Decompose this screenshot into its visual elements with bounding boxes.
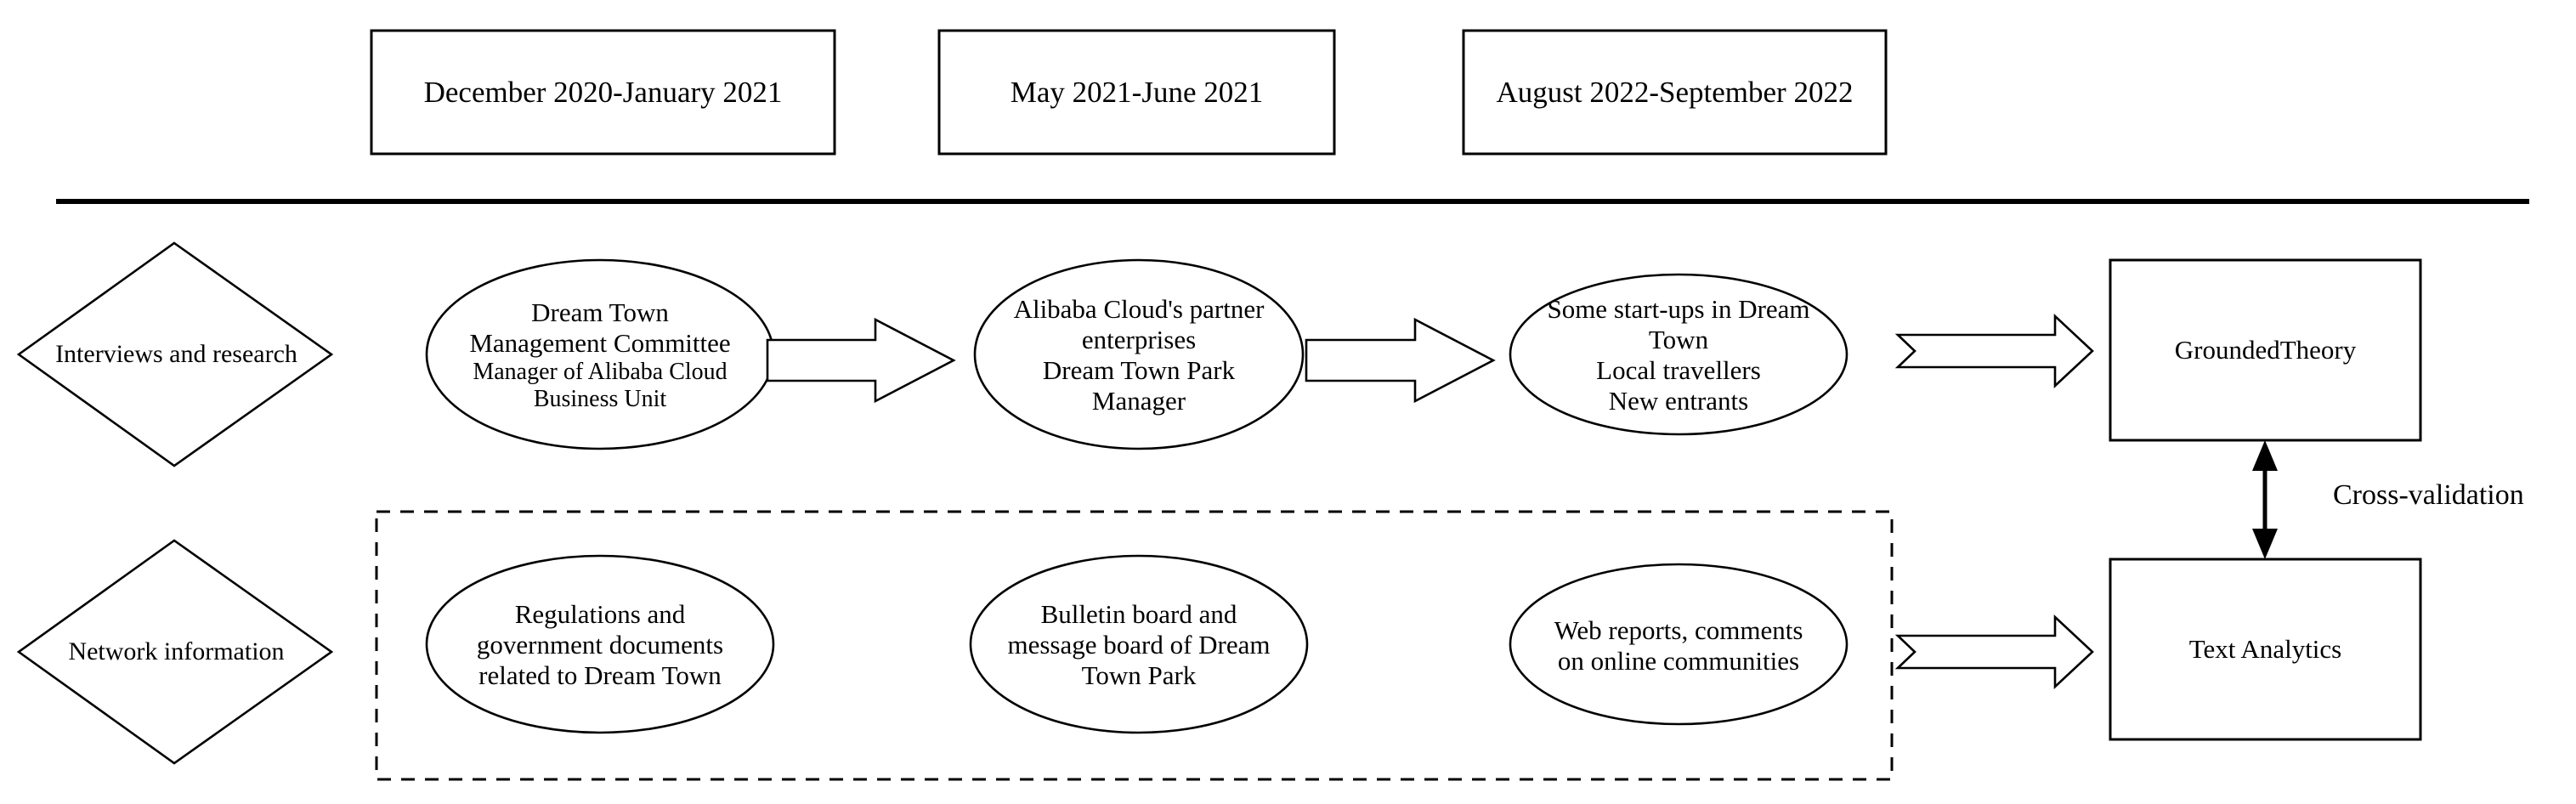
node-label-web-reports: Web reports, comments on online communit…	[1510, 612, 1847, 680]
output-label-text-analytics: Text Analytics	[2110, 559, 2420, 739]
node-line: Manager	[1091, 386, 1186, 416]
chevron-arrow-right-icon-bottom	[1894, 614, 2094, 689]
node-line: New entrants	[1608, 386, 1749, 416]
node-line: Web reports, comments	[1554, 615, 1803, 645]
node-line: enterprises	[1081, 325, 1197, 354]
chevron-arrow-right-icon-top	[1894, 314, 2094, 388]
node-line: Local travellers	[1596, 355, 1761, 385]
output-label-grounded-theory: GroundedTheory	[2110, 260, 2420, 440]
source-diamond-network-label: Network information	[8, 631, 344, 673]
node-line: Management Committee	[469, 328, 731, 358]
period-label-1: December 2020-January 2021	[371, 31, 835, 154]
block-arrow-right-icon-2	[1305, 317, 1496, 404]
node-line: Town	[1648, 325, 1709, 354]
period-label-3-text: August 2022-September 2022	[1496, 75, 1854, 109]
source-diamond-network-text: Network information	[68, 637, 285, 665]
node-line: Town Park	[1081, 660, 1197, 690]
period-box-1[interactable]	[370, 29, 836, 156]
node-ellipse-regulations[interactable]	[425, 554, 775, 734]
source-diamond-interviews[interactable]	[16, 241, 334, 467]
output-box-text-analytics[interactable]	[2109, 558, 2422, 741]
period-label-2-text: May 2021-June 2021	[1010, 75, 1264, 109]
node-line: Some start-ups in Dream	[1547, 294, 1810, 324]
node-line: Business Unit	[533, 386, 667, 412]
cross-validation-arrow-head-up	[2252, 440, 2278, 471]
node-line: on online communities	[1557, 646, 1800, 676]
node-line: government documents	[476, 630, 724, 660]
node-ellipse-bulletin-board[interactable]	[969, 554, 1309, 734]
node-label-bulletin-board: Bulletin board and message board of Drea…	[971, 595, 1307, 695]
node-line: Regulations and	[514, 599, 686, 629]
node-ellipse-alibaba-partner[interactable]	[973, 258, 1305, 450]
node-ellipse-startups[interactable]	[1509, 273, 1848, 436]
node-line: Alibaba Cloud's partner	[1013, 294, 1265, 324]
output-label-grounded-theory-text: GroundedTheory	[2174, 335, 2357, 365]
node-label-regulations: Regulations and government documents rel…	[427, 595, 773, 695]
node-line: Manager of Alibaba Cloud	[473, 359, 728, 385]
node-line: Dream Town	[531, 297, 669, 327]
output-label-text-analytics-text: Text Analytics	[2188, 634, 2342, 664]
period-label-1-text: December 2020-January 2021	[423, 75, 783, 109]
period-box-3[interactable]	[1462, 29, 1888, 156]
node-line: Bulletin board and	[1040, 599, 1237, 629]
block-arrow-right-icon-1	[766, 317, 956, 404]
node-line: message board of Dream	[1007, 630, 1271, 660]
period-box-2[interactable]	[937, 29, 1336, 156]
network-information-group-boundary	[375, 510, 1894, 781]
node-line: Dream Town Park	[1042, 355, 1236, 385]
source-diamond-network-information[interactable]	[16, 539, 334, 765]
source-diamond-interviews-label: Interviews and research	[8, 333, 344, 376]
node-line: related to Dream Town	[478, 660, 722, 690]
node-label-startups: Some start-ups in Dream Town Local trave…	[1510, 289, 1847, 422]
node-label-alibaba-partner: Alibaba Cloud's partner enterprises Drea…	[971, 289, 1307, 422]
node-ellipse-web-reports[interactable]	[1509, 563, 1848, 726]
output-box-grounded-theory[interactable]	[2109, 258, 2422, 442]
cross-validation-arrow-head-down	[2252, 529, 2278, 559]
node-label-dream-town-management: Dream Town Management Committee Manager …	[427, 289, 773, 422]
period-label-2: May 2021-June 2021	[939, 31, 1334, 154]
source-diamond-interviews-text: Interviews and research	[55, 340, 297, 368]
period-label-3: August 2022-September 2022	[1464, 31, 1886, 154]
